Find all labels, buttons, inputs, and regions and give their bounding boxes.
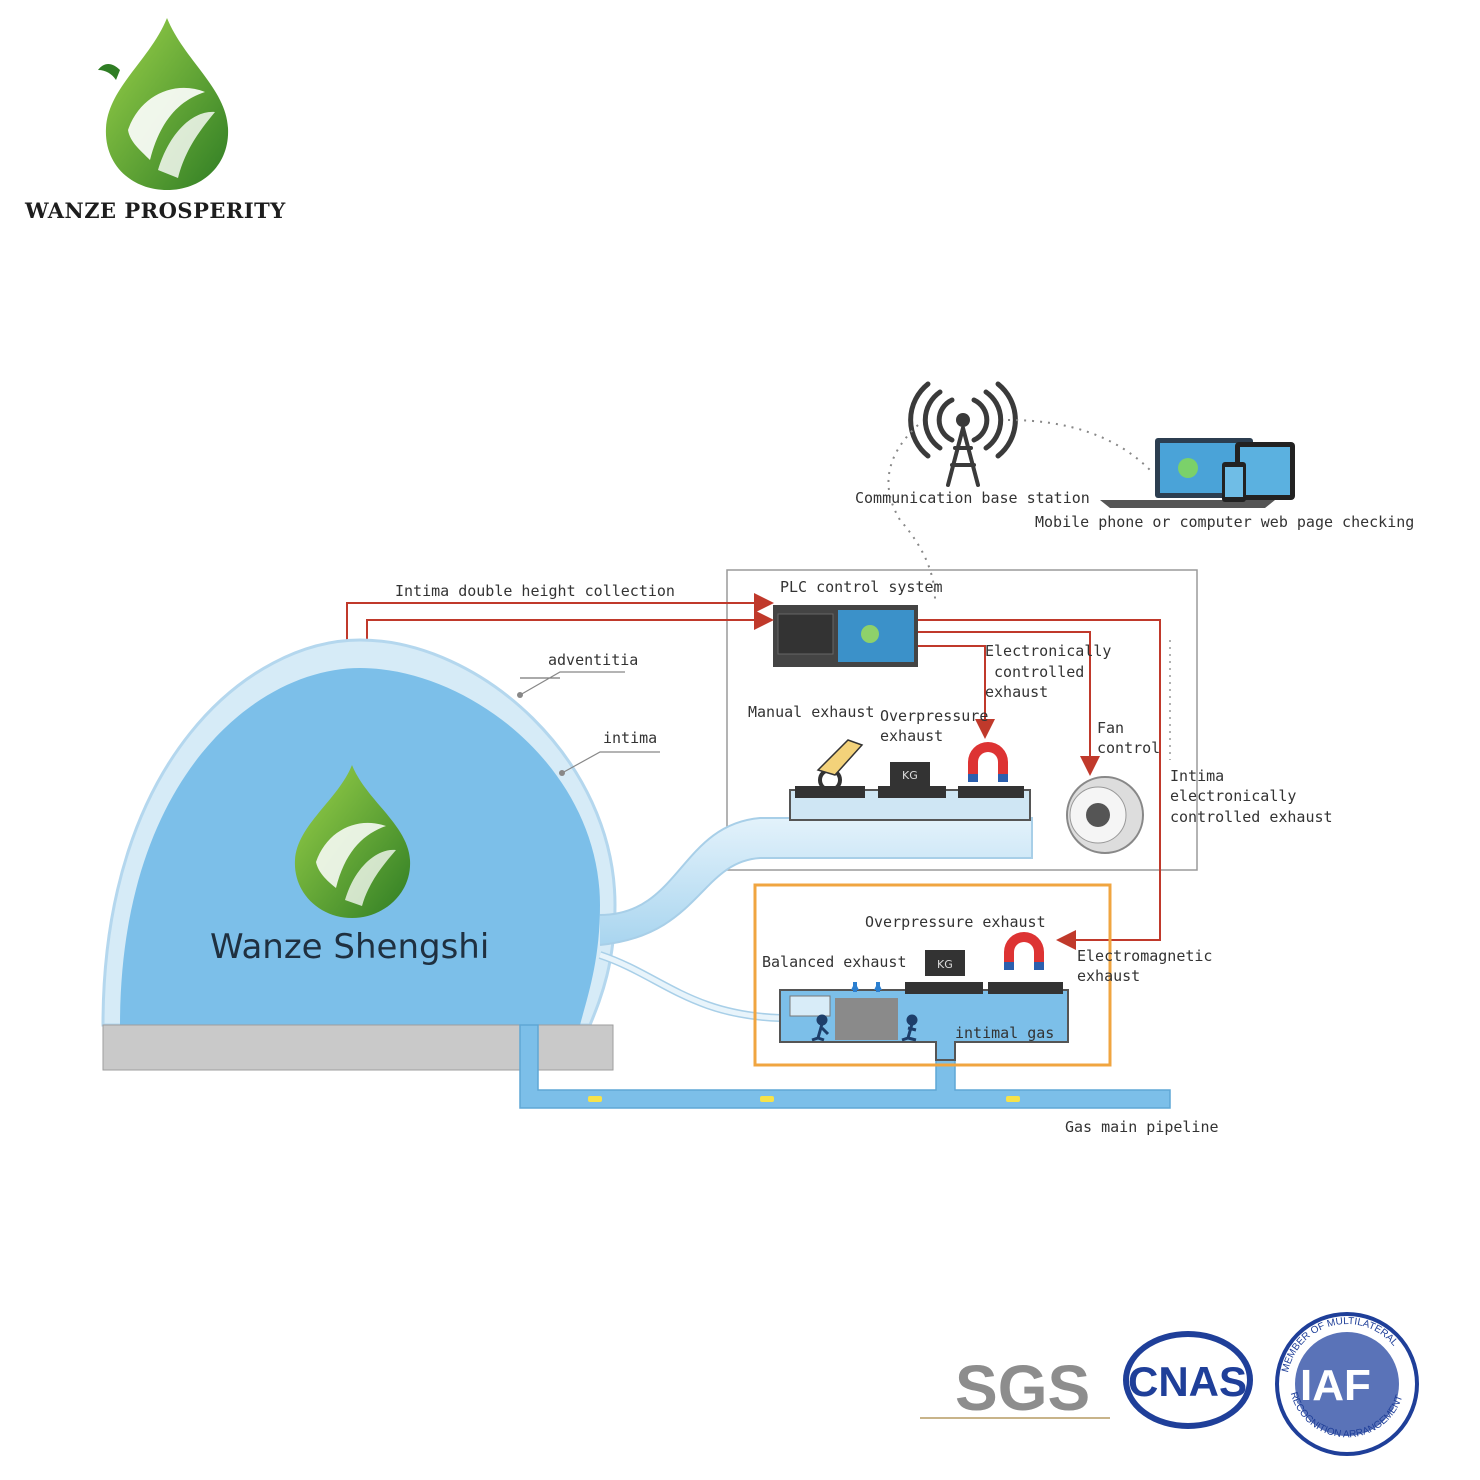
tank-logo: Wanze Shengshi bbox=[210, 765, 489, 967]
intima-exhaust-line1: Intima bbox=[1170, 767, 1224, 785]
kg-text: KG bbox=[902, 769, 918, 782]
cnas-text: CNAS bbox=[1128, 1358, 1247, 1405]
electronically-exhaust-line3: exhaust bbox=[985, 683, 1048, 701]
overpressure-exhaust-top-line2: exhaust bbox=[880, 727, 943, 745]
fan-control-line1: Fan bbox=[1097, 719, 1124, 737]
intimal-gas-label: intimal gas bbox=[955, 1024, 1054, 1042]
up-arrows-icon bbox=[851, 982, 882, 992]
overpressure-exhaust-top-line1: Overpressure bbox=[880, 707, 988, 725]
fan-icon bbox=[1066, 776, 1144, 854]
company-logo: WANZE PROSPERITY bbox=[24, 18, 286, 223]
company-name: WANZE PROSPERITY bbox=[24, 198, 286, 223]
iaf-logo: IAF MEMBER OF MULTILATERAL RECOGNITION A… bbox=[1275, 1312, 1419, 1456]
electronically-exhaust-line2: controlled bbox=[994, 663, 1084, 681]
intima-exhaust-box bbox=[753, 883, 1112, 1067]
weight-kg-icon: KG bbox=[890, 762, 930, 786]
balanced-exhaust-label: Balanced exhaust bbox=[762, 953, 907, 971]
exhaust-valves-top bbox=[789, 786, 1031, 821]
plc-link-line bbox=[887, 424, 936, 601]
tank-brand-name: Wanze Shengshi bbox=[210, 927, 489, 967]
electromagnetic-exhaust-line2: exhaust bbox=[1077, 967, 1140, 985]
sgs-logo: SGS bbox=[920, 1352, 1110, 1424]
plc-controller-icon bbox=[773, 605, 918, 667]
intima-exhaust-line3: controlled exhaust bbox=[1170, 808, 1333, 826]
hand-wheel-icon bbox=[816, 739, 864, 792]
intimal-gas-chamber bbox=[779, 982, 1069, 1061]
plc-system-box bbox=[726, 569, 1198, 871]
plc-control-system-label: PLC control system bbox=[780, 578, 943, 596]
electronically-exhaust-line1: Electronically bbox=[985, 642, 1111, 660]
person-icon bbox=[901, 1014, 918, 1042]
iaf-text: IAF bbox=[1300, 1361, 1371, 1410]
intima-leader bbox=[561, 751, 660, 774]
mobile-checking-label: Mobile phone or computer web page checki… bbox=[1035, 513, 1414, 531]
adventitia-label: adventitia bbox=[548, 651, 638, 669]
antenna-tower-icon bbox=[908, 381, 1018, 487]
wireless-link-line bbox=[1007, 419, 1151, 471]
kg-text: KG bbox=[937, 958, 953, 971]
sgs-text: SGS bbox=[955, 1352, 1090, 1424]
person-icon bbox=[811, 1014, 830, 1042]
magnet-icon bbox=[1004, 932, 1044, 970]
tablet-icon bbox=[1235, 442, 1295, 500]
communication-base-station-label: Communication base station bbox=[855, 489, 1090, 507]
intima-double-height-label: Intima double height collection bbox=[395, 582, 675, 600]
upper-gas-pipe bbox=[599, 817, 1033, 946]
intima-exhaust-line2: electronically bbox=[1170, 787, 1296, 805]
weight-kg-icon: KG bbox=[925, 950, 965, 976]
intima-label: intima bbox=[603, 729, 657, 747]
gas-main-pipeline-label: Gas main pipeline bbox=[1065, 1118, 1219, 1136]
fan-control-line2: control bbox=[1097, 739, 1160, 757]
magnet-icon bbox=[968, 742, 1008, 782]
manual-exhaust-label: Manual exhaust bbox=[748, 703, 874, 721]
phone-icon bbox=[1222, 462, 1246, 502]
cnas-logo: CNAS bbox=[1123, 1331, 1253, 1429]
overpressure-exhaust-bottom-label: Overpressure exhaust bbox=[865, 913, 1046, 931]
electromagnetic-exhaust-line1: Electromagnetic bbox=[1077, 947, 1212, 965]
